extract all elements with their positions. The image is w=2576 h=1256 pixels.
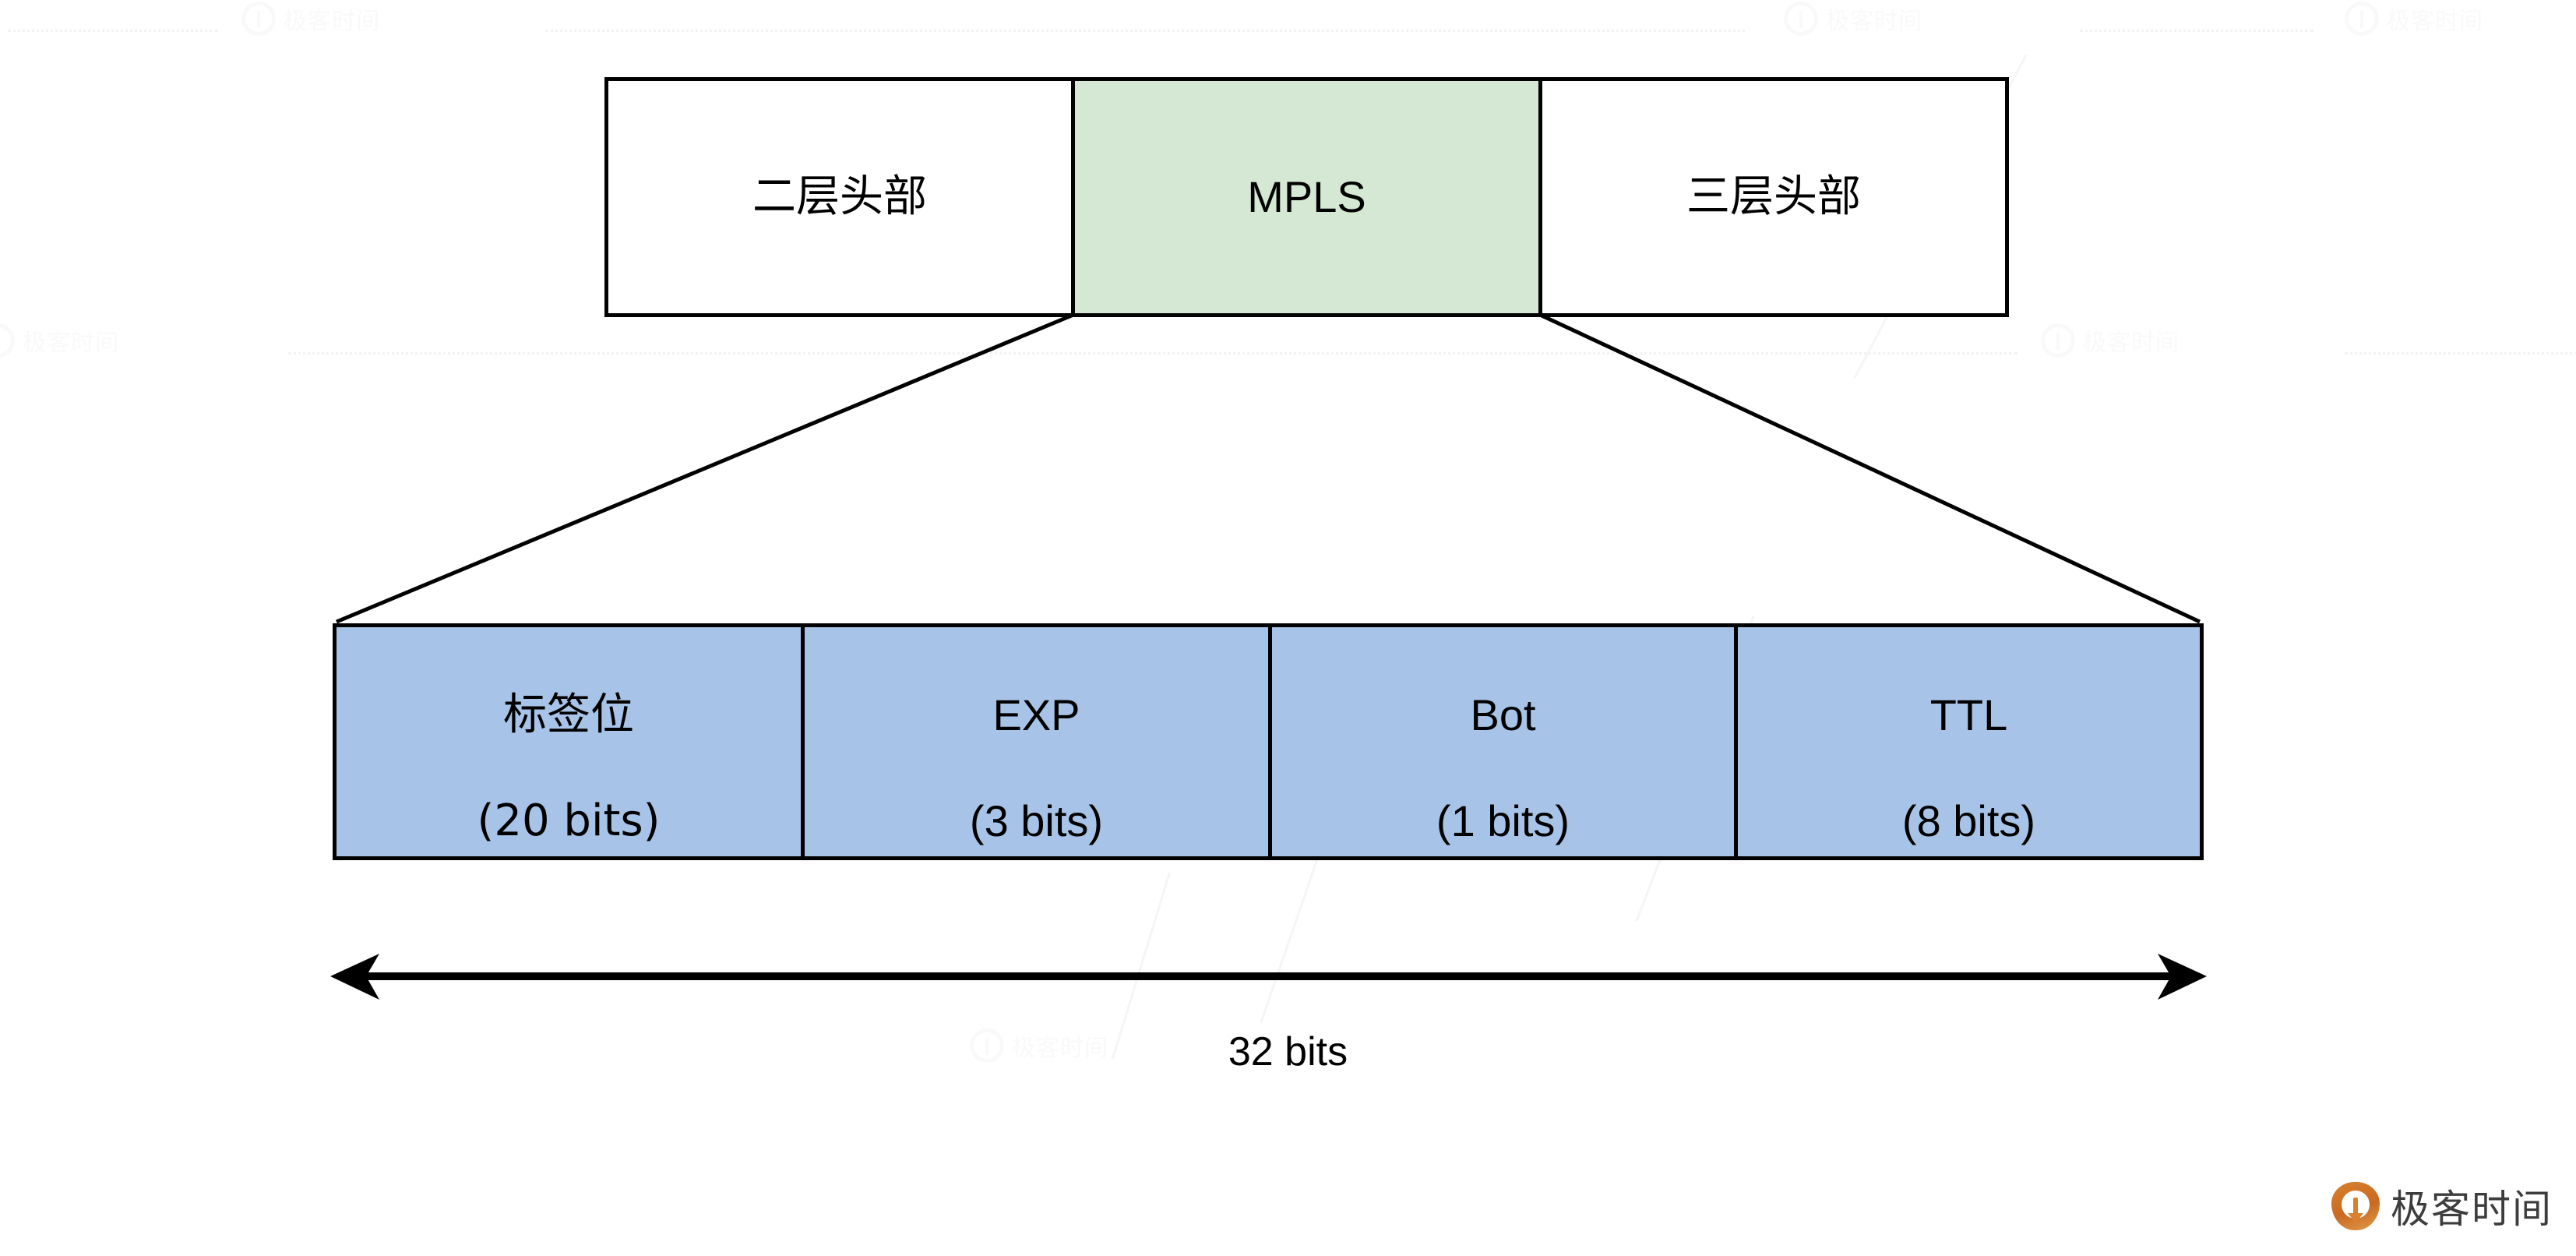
brand-logo: 极客时间 [2331, 1178, 2553, 1234]
mpls-field-bot[interactable]: Bot (1 bits) [1268, 623, 1738, 860]
mpls-field-name: Bot [1470, 690, 1536, 739]
watermark-text: 极客时间 [1826, 8, 1922, 35]
watermark: 极客时间 [1784, 2, 1922, 36]
mpls-field-exp[interactable]: EXP (3 bits) [801, 623, 1272, 860]
width-measure-arrow [330, 954, 2207, 1000]
mpls-field-text: EXP (3 bits) [970, 635, 1103, 848]
watermark-text: 极客时间 [2083, 330, 2180, 357]
watermark: 极客时间 [2345, 2, 2483, 36]
mpls-field-name: 标签位 [503, 689, 634, 740]
expansion-line-left [336, 312, 1074, 624]
brand-name: 极客时间 [2391, 1187, 2553, 1232]
watermark: 极客时间 [0, 323, 119, 358]
geektime-watermark-icon [0, 323, 15, 358]
geektime-watermark-icon [241, 2, 276, 36]
mpls-field-name: EXP [992, 690, 1080, 739]
mpls-field-name: TTL [1929, 690, 2008, 739]
width-caption-text: 32 bits [1228, 1029, 1348, 1074]
geektime-watermark-icon [1784, 2, 1818, 36]
geektime-watermark-icon [2345, 2, 2379, 36]
mpls-field-size: (8 bits) [1901, 796, 2036, 846]
expansion-line-right [1538, 312, 2201, 624]
packet-cell-mpls[interactable]: MPLS [1071, 77, 1542, 317]
packet-cell-label: MPLS [1247, 171, 1366, 221]
mpls-field-size: (20 bits) [477, 796, 661, 847]
packet-cell-l3-header[interactable]: 三层头部 [1538, 77, 2009, 317]
geektime-watermark-icon [2041, 323, 2075, 358]
watermark: 极客时间 [241, 2, 380, 36]
mpls-field-text: 标签位 (20 bits) [477, 635, 661, 848]
geektime-logo-icon [2331, 1182, 2380, 1230]
watermark: 极客时间 [2041, 323, 2180, 358]
watermark-text: 极客时间 [2387, 8, 2483, 35]
watermark-text: 极客时间 [23, 330, 119, 357]
mpls-field-text: Bot (1 bits) [1436, 635, 1570, 848]
packet-cell-label: 三层头部 [1686, 171, 1861, 222]
mpls-field-size: (3 bits) [969, 796, 1104, 846]
width-caption: 32 bits [0, 1028, 2576, 1075]
packet-cell-l2-header[interactable]: 二层头部 [604, 77, 1075, 317]
packet-cell-label: 二层头部 [752, 171, 927, 222]
mpls-field-label[interactable]: 标签位 (20 bits) [333, 623, 805, 860]
mpls-field-text: TTL (8 bits) [1902, 635, 2035, 848]
mpls-field-ttl[interactable]: TTL (8 bits) [1734, 623, 2204, 860]
watermark-text: 极客时间 [284, 8, 380, 35]
mpls-field-size: (1 bits) [1436, 796, 1570, 846]
